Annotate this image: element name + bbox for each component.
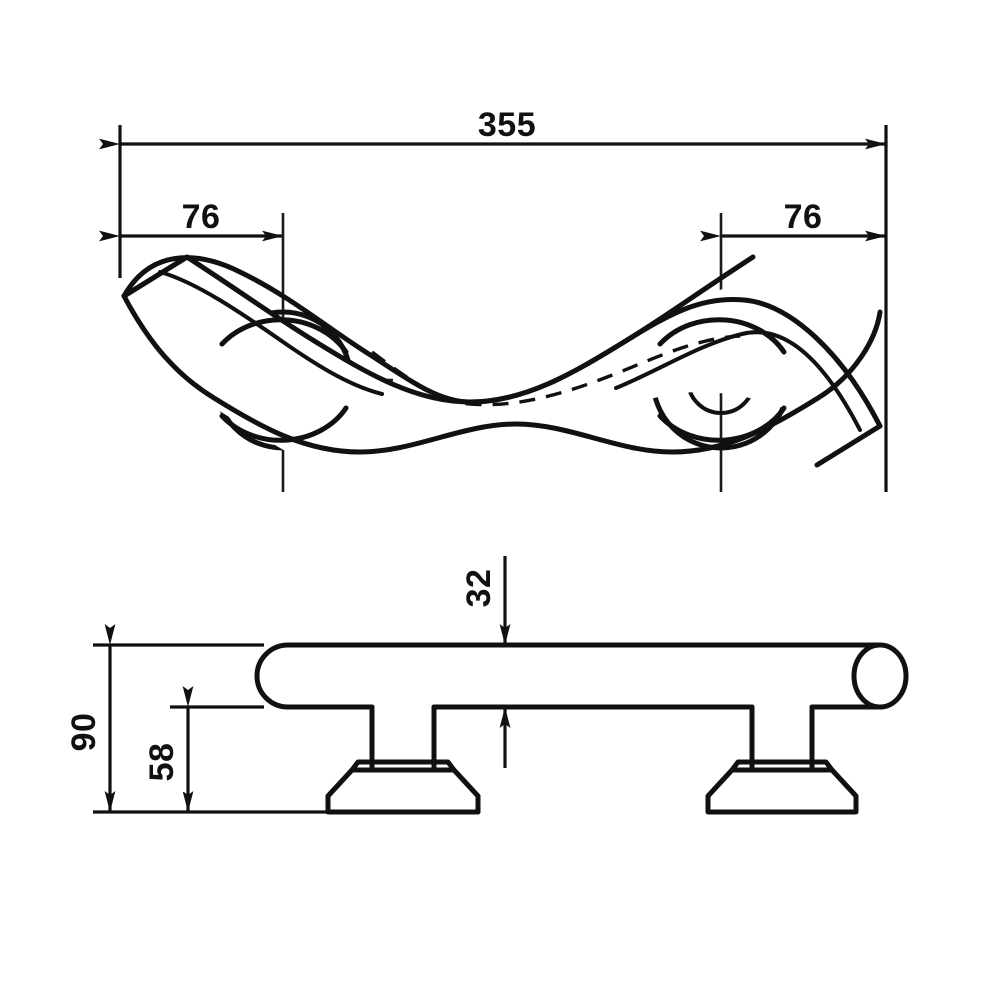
dimension-post-height: 58: [143, 686, 194, 812]
dim-label-90: 90: [65, 713, 103, 752]
dim-label-32: 32: [460, 569, 498, 608]
left-rosette-boss-bottom-arc: [219, 405, 349, 443]
dimension-tube-diameter: 32: [460, 556, 511, 768]
dim-text-bg-90: [79, 700, 107, 762]
right-rosette-boss-bottom-arc: [657, 405, 787, 443]
dimension-left-mount-offset: 76: [99, 198, 283, 242]
left-rosette-boss-top-arc: [219, 317, 349, 355]
right-flange-base: [705, 767, 859, 815]
dim-text-bg-76-right: [772, 198, 834, 234]
top-view-dimensions: 355 76 76: [99, 106, 888, 492]
dim-label-58: 58: [143, 743, 181, 782]
dimension-overall-length: 355: [99, 106, 886, 150]
tube-right-end-ellipse: [851, 642, 909, 710]
dim-text-bg-32: [474, 556, 502, 618]
dim-text-bg-58: [157, 730, 185, 792]
right-mount-assembly: [705, 704, 859, 815]
dim-label-76-left: 76: [182, 198, 221, 236]
tube-right-end-face: [814, 423, 883, 468]
dim-label-76-right: 76: [784, 198, 823, 236]
tube-highlight-left: [158, 270, 384, 396]
right-rosette-boss-top-arc: [657, 317, 787, 355]
top-view-geometry: [121, 213, 883, 492]
tube-upper-right-outline: [467, 296, 883, 429]
tube-left-round-cap: [254, 642, 291, 710]
left-flange-base: [325, 767, 481, 815]
tube-highlight-right: [614, 330, 862, 432]
dimension-overall-height: 90: [65, 624, 116, 812]
side-view-dimensions: 32 90 58: [65, 556, 511, 814]
tube-axis-hidden-line: [370, 334, 741, 407]
left-mount-assembly: [325, 704, 481, 815]
dim-text-bg-355: [468, 106, 546, 142]
side-view-geometry: [254, 642, 909, 815]
dim-text-bg-76-left: [170, 198, 232, 234]
tube-left-end-face: [121, 254, 190, 299]
dimension-right-mount-offset: 76: [700, 198, 886, 242]
dim-label-355: 355: [478, 106, 536, 144]
